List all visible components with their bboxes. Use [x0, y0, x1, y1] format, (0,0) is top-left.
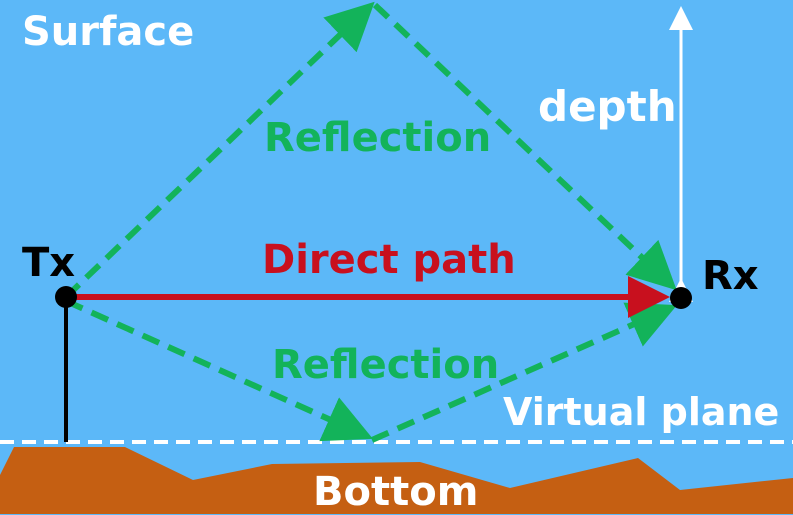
surface-reflection-down: [372, 2, 677, 291]
surface-label: Surface: [22, 9, 195, 55]
seabed-terrain: [0, 447, 793, 514]
reflection-bottom-label: Reflection: [272, 342, 500, 388]
bottom-reflection-up: [370, 302, 677, 443]
rx-node: [670, 287, 692, 309]
bottom-label: Bottom: [313, 469, 479, 515]
reflection-top-label: Reflection: [264, 115, 492, 161]
direct-path-label: Direct path: [262, 237, 516, 283]
surface-reflection-up: [63, 1, 375, 300]
rx-label: Rx: [702, 253, 759, 299]
virtual-plane-label: Virtual plane: [503, 390, 780, 434]
tx-node: [55, 286, 77, 308]
tx-label: Tx: [22, 240, 76, 286]
depth-label: depth: [538, 82, 677, 131]
